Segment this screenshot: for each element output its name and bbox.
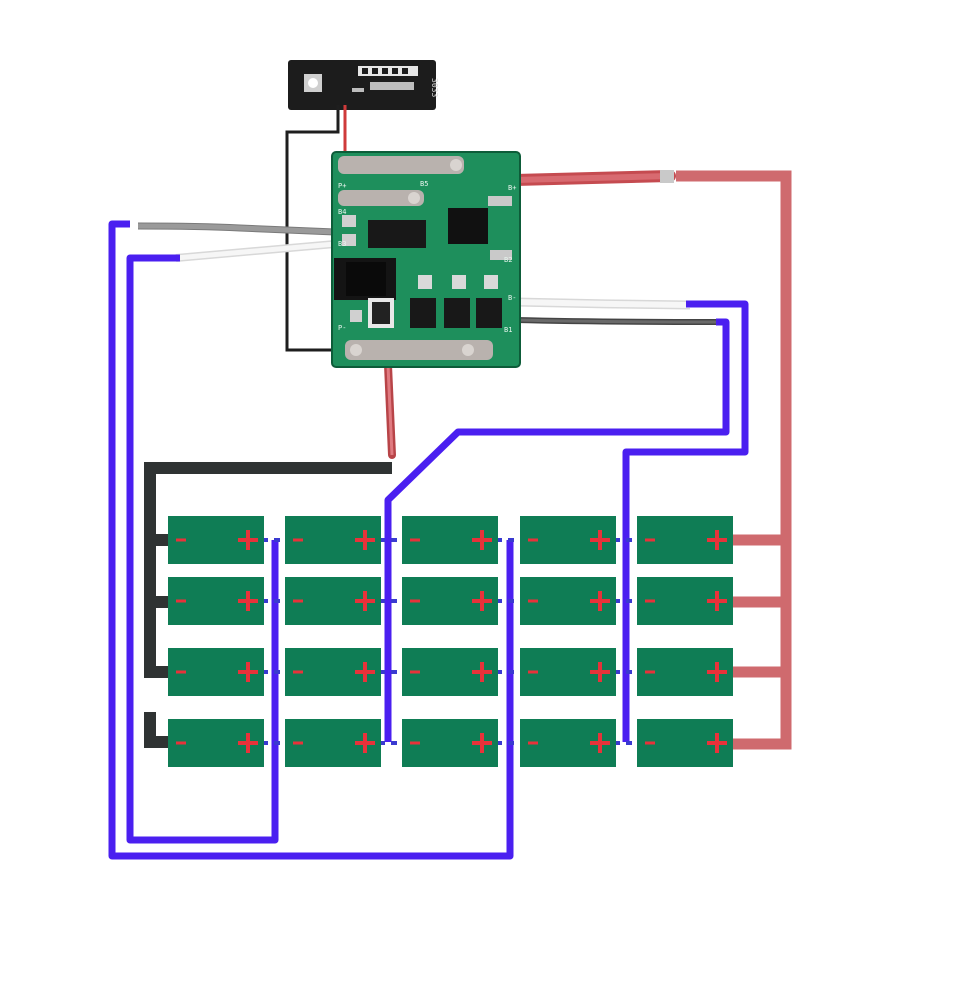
battery-cell-icon bbox=[402, 516, 498, 564]
battery-cell-icon bbox=[168, 719, 264, 767]
battery-cell-icon bbox=[168, 577, 264, 625]
red-wire-bus bbox=[676, 170, 792, 750]
battery-cell-icon bbox=[402, 577, 498, 625]
pad-label-b-plus: B+ bbox=[508, 184, 516, 192]
cell-positive-terminal bbox=[355, 530, 375, 550]
battery-cell-icon bbox=[637, 577, 733, 625]
cell-positive-terminal bbox=[472, 662, 492, 682]
main-red-wire bbox=[509, 170, 676, 186]
cell-positive-terminal bbox=[238, 530, 258, 550]
cell-positive-terminal bbox=[472, 530, 492, 550]
pad-label-b2: B2 bbox=[504, 256, 512, 264]
cell-positive-terminal bbox=[238, 662, 258, 682]
battery-cell-icon bbox=[520, 577, 616, 625]
cell-positive-terminal bbox=[707, 733, 727, 753]
cell-positive-terminal bbox=[238, 591, 258, 611]
pad-label-b5: B5 bbox=[420, 180, 428, 188]
cell-positive-terminal bbox=[590, 591, 610, 611]
balance-wires-right bbox=[514, 297, 719, 325]
battery-cell-icon bbox=[520, 719, 616, 767]
balance-wires-left bbox=[137, 222, 336, 262]
cell-positive-terminal bbox=[590, 530, 610, 550]
battery-cell-icon bbox=[637, 719, 733, 767]
battery-cell-icon bbox=[402, 719, 498, 767]
cell-positive-terminal bbox=[472, 733, 492, 753]
battery-cell-icon bbox=[285, 516, 381, 564]
pad-label-p-plus: P+ bbox=[338, 182, 346, 190]
pad-label-b-minus: B- bbox=[508, 294, 516, 302]
cell-positive-terminal bbox=[707, 662, 727, 682]
battery-cell-icon bbox=[637, 516, 733, 564]
battery-cell-icon bbox=[637, 648, 733, 696]
led-board-wires bbox=[285, 105, 347, 352]
cell-positive-terminal bbox=[707, 591, 727, 611]
battery-cell-icon bbox=[285, 577, 381, 625]
cell-positive-terminal bbox=[355, 591, 375, 611]
battery-cell-grid bbox=[168, 516, 733, 767]
pcb-bottom-red-wire bbox=[384, 361, 396, 459]
blue-balance-wires bbox=[108, 220, 749, 860]
pad-label-b4: B4 bbox=[338, 208, 346, 216]
cell-positive-terminal bbox=[707, 530, 727, 550]
battery-cell-icon bbox=[285, 719, 381, 767]
led-indicator-board-icon: 3033 bbox=[288, 60, 439, 110]
pad-label-b1: B1 bbox=[504, 326, 512, 334]
cell-positive-terminal bbox=[590, 662, 610, 682]
cell-positive-terminal bbox=[355, 662, 375, 682]
led-board-mark: 3033 bbox=[430, 78, 439, 97]
cell-positive-terminal bbox=[355, 733, 375, 753]
battery-cell-icon bbox=[402, 648, 498, 696]
battery-cell-icon bbox=[285, 648, 381, 696]
battery-cell-icon bbox=[520, 516, 616, 564]
battery-cell-icon bbox=[168, 648, 264, 696]
pad-label-p-minus: P- bbox=[338, 324, 346, 332]
battery-cell-icon bbox=[520, 648, 616, 696]
battery-cell-icon bbox=[168, 516, 264, 564]
bms-pcb-icon: P+ B+ B- P- B1 B2 B3 B4 B5 bbox=[331, 151, 521, 368]
cell-positive-terminal bbox=[238, 733, 258, 753]
pad-label-b3: B3 bbox=[338, 240, 346, 248]
cell-positive-terminal bbox=[590, 733, 610, 753]
cell-positive-terminal bbox=[472, 591, 492, 611]
